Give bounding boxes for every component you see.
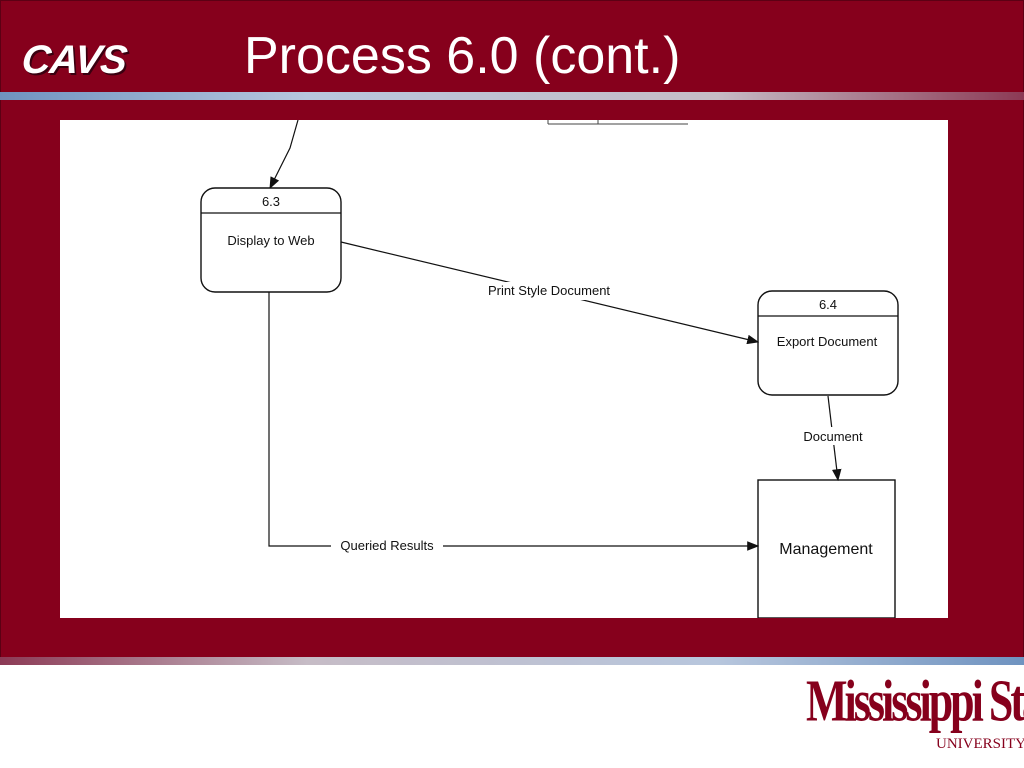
data-flow-diagram: 6.3 Display to Web 6.4 Export Document M… — [60, 120, 948, 618]
process-label: Export Document — [777, 334, 878, 349]
logo-wordmark: Mississippi State — [806, 667, 1024, 735]
partial-data-store — [547, 120, 688, 125]
entity-label: Management — [779, 541, 873, 558]
footer-divider — [0, 657, 1024, 665]
logo-subtitle: UNIVERSITY — [936, 736, 1024, 752]
process-id: 6.3 — [262, 194, 280, 209]
flow-label: Document — [803, 429, 863, 444]
title-divider — [0, 92, 1024, 100]
flow-print-style-document: Print Style Document — [340, 241, 760, 345]
flow-label: Print Style Document — [488, 283, 610, 298]
process-label: Display to Web — [227, 233, 314, 248]
flow-document: Document — [796, 395, 872, 482]
process-6-4: 6.4 Export Document — [757, 290, 899, 396]
incoming-flow-line — [269, 120, 299, 190]
cavs-logo: CAVS — [19, 38, 129, 82]
flow-queried-results: Queried Results — [268, 292, 760, 556]
flow-label: Queried Results — [340, 538, 434, 553]
process-id: 6.4 — [819, 297, 837, 312]
diagram-canvas: 6.3 Display to Web 6.4 Export Document M… — [200, 120, 899, 618]
process-6-3: 6.3 Display to Web — [200, 187, 342, 293]
slide-title: Process 6.0 (cont.) — [244, 27, 681, 85]
mississippi-state-logo: Mississippi State UNIVERSITY — [806, 671, 1024, 762]
entity-management: Management — [757, 479, 896, 618]
